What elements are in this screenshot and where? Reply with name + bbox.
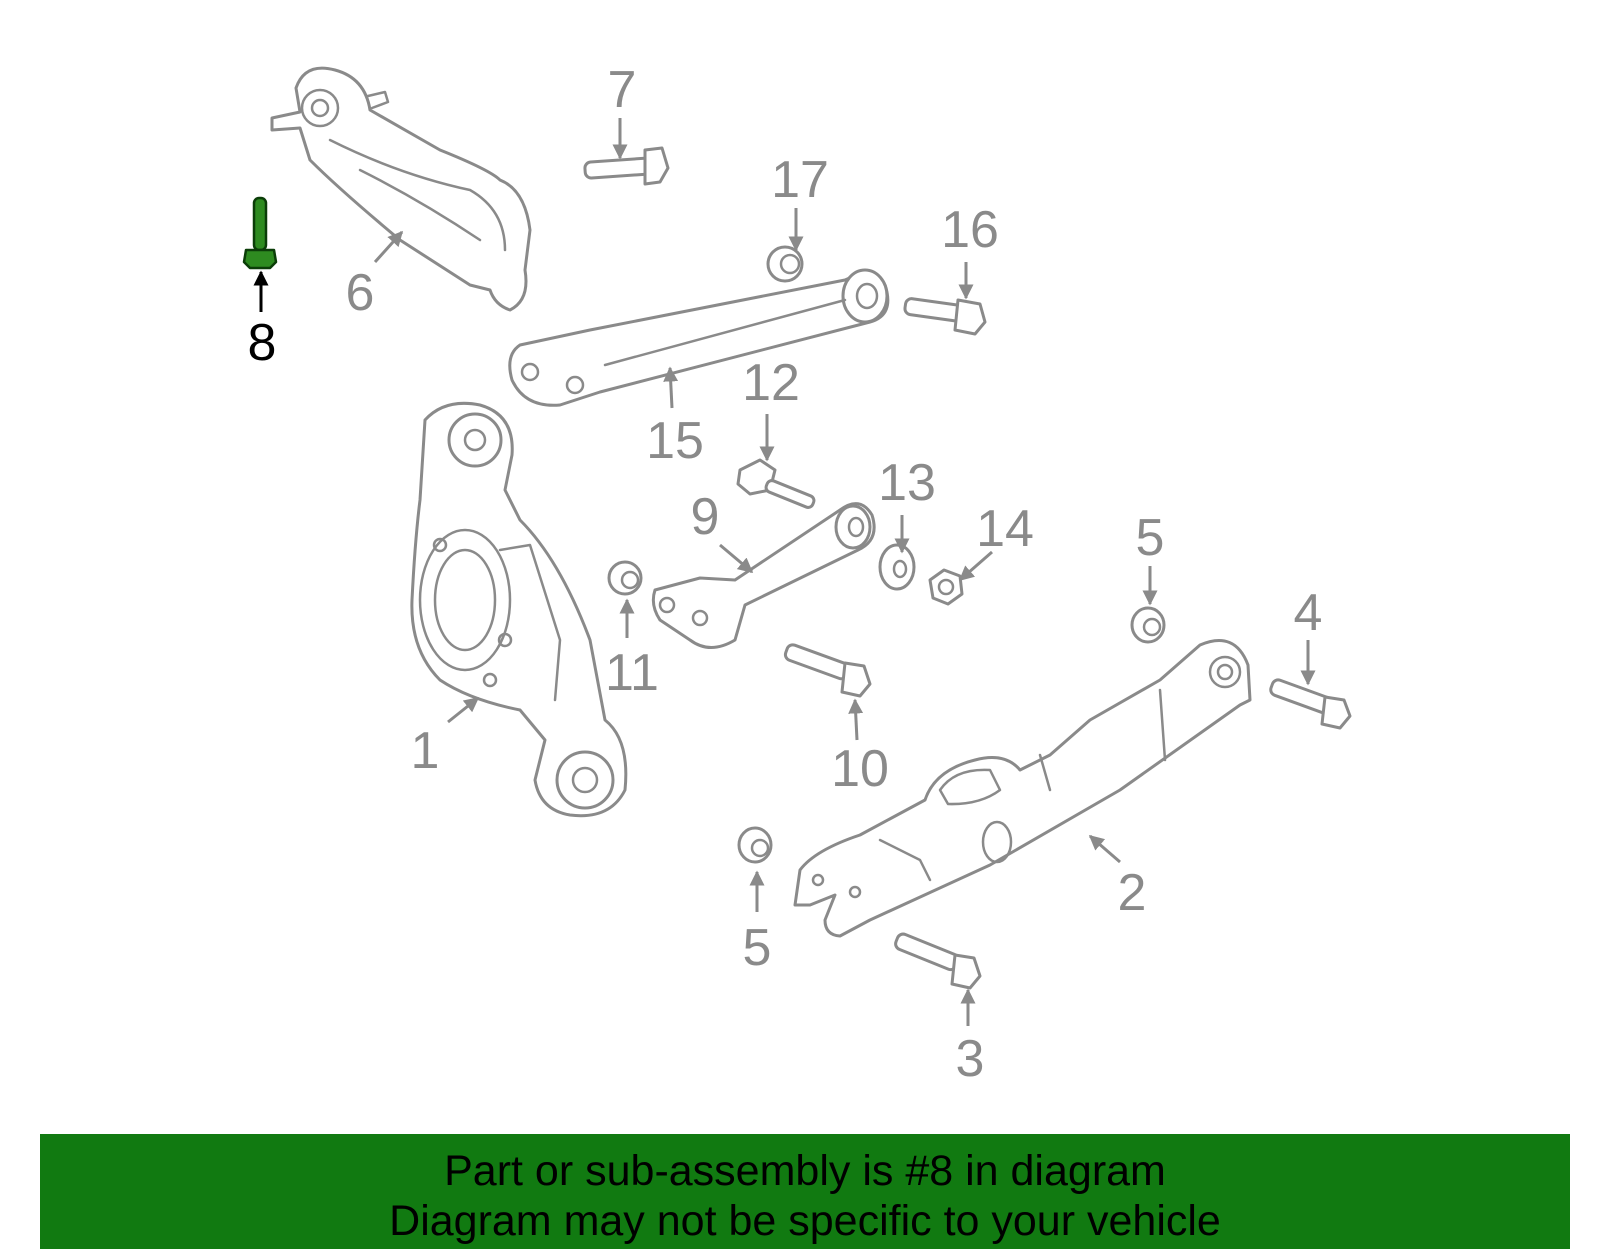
callout-4: 4 [1294, 584, 1323, 642]
callout-3: 3 [956, 1030, 985, 1088]
part-9-link[interactable] [651, 502, 876, 649]
arrow-15 [663, 366, 679, 409]
part-10-bolt[interactable] [783, 643, 872, 698]
part-6-upper-control-arm[interactable] [270, 66, 532, 312]
callout-6: 6 [346, 264, 375, 322]
part-5-bushing-lower[interactable] [737, 826, 773, 864]
part-4-bolt[interactable] [1269, 678, 1352, 730]
callout-10: 10 [831, 740, 889, 798]
callout-17: 17 [771, 151, 829, 209]
callout-5-upper: 5 [1136, 509, 1165, 567]
callout-11: 11 [605, 644, 659, 702]
callout-14: 14 [976, 500, 1034, 558]
arrow-2 [1088, 834, 1121, 864]
callout-9: 9 [691, 488, 720, 546]
part-13-washer[interactable] [878, 543, 916, 591]
part-15-toe-link-arm[interactable] [508, 268, 890, 407]
callout-labels: 7 17 16 6 8 15 12 9 13 14 11 10 5 4 1 2 … [248, 61, 1323, 1088]
parts-diagram: 7 17 16 6 8 15 12 9 13 14 11 10 5 4 1 2 … [242, 61, 1352, 1088]
callout-5-lower: 5 [743, 919, 772, 977]
callout-15: 15 [646, 412, 704, 470]
part-1-knuckle[interactable] [410, 401, 628, 818]
arrow-6 [373, 230, 404, 264]
part-3-bolt[interactable] [894, 932, 982, 990]
part-11-bushing[interactable] [607, 560, 643, 596]
caption-bar: Part or sub-assembly is #8 in diagram Di… [40, 1134, 1570, 1249]
part-5-bushing-upper[interactable] [1130, 606, 1166, 644]
callout-2: 2 [1118, 864, 1147, 922]
arrow-10 [848, 698, 864, 741]
arrow-9 [719, 543, 754, 574]
caption-line-2: Diagram may not be specific to your vehi… [389, 1197, 1221, 1245]
callout-12: 12 [742, 354, 800, 412]
callout-13: 13 [878, 454, 936, 512]
part-17-bushing[interactable] [766, 245, 804, 283]
part-12-bolt[interactable] [736, 458, 816, 509]
part-8-bolt-highlighted[interactable] [242, 196, 278, 270]
callout-8: 8 [248, 314, 277, 372]
part-2-lower-control-arm[interactable] [793, 639, 1252, 938]
caption-line-1: Part or sub-assembly is #8 in diagram [444, 1147, 1166, 1195]
arrow-1 [447, 696, 480, 724]
callout-7: 7 [608, 61, 637, 119]
part-14-nut[interactable] [928, 568, 964, 606]
callout-16: 16 [941, 201, 999, 259]
callout-1: 1 [411, 722, 440, 780]
part-16-bolt[interactable] [903, 297, 987, 336]
part-7-bolt[interactable] [583, 146, 670, 186]
leader-arrows [253, 118, 1316, 1026]
arrow-14 [958, 550, 993, 582]
